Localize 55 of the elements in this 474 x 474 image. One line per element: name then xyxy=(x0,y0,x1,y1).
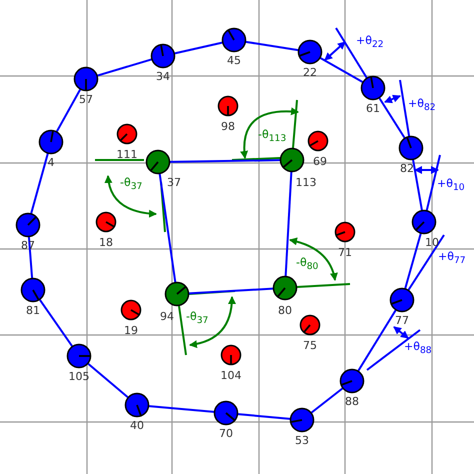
node-number: 18 xyxy=(99,236,113,249)
node-number: 81 xyxy=(26,304,40,317)
node-number: 70 xyxy=(219,427,233,440)
angle-label: -θ$_{113}$ xyxy=(258,128,286,144)
angle-label: -θ$_{37}$ xyxy=(186,310,208,326)
node-number: 104 xyxy=(220,369,242,382)
node-number: 71 xyxy=(338,246,352,259)
node-number: 80 xyxy=(278,304,292,317)
node-number: 111 xyxy=(116,148,138,161)
node-number: 69 xyxy=(313,155,327,168)
connector-line xyxy=(158,174,176,282)
angle-label: +θ$_{22}$ xyxy=(356,34,384,50)
node-number: 37 xyxy=(167,176,181,189)
connector-line xyxy=(39,299,73,347)
angle-label: +θ$_{77}$ xyxy=(438,250,466,266)
connector-line xyxy=(378,98,406,138)
connector-line xyxy=(174,42,223,54)
node-number: 4 xyxy=(48,156,54,169)
node-number: 98 xyxy=(221,120,235,133)
connector-line xyxy=(310,388,344,414)
node-number: 88 xyxy=(345,395,359,408)
angle-label: -θ$_{37}$ xyxy=(120,176,142,192)
connector-line xyxy=(170,159,280,163)
node-number: 94 xyxy=(160,310,174,323)
angle-label: +θ$_{10}$ xyxy=(437,177,465,194)
node-number: 10 xyxy=(425,236,439,249)
node-number: 19 xyxy=(124,324,138,337)
connector-line xyxy=(188,288,274,294)
node-number: 105 xyxy=(68,370,90,383)
connector-line xyxy=(357,310,397,372)
node-number: 57 xyxy=(79,93,93,106)
angle-label: +θ$_{88}$ xyxy=(404,340,432,356)
node-number: 53 xyxy=(295,434,309,447)
node-number: 61 xyxy=(366,102,380,115)
node-number: 34 xyxy=(156,70,170,83)
node-number: 113 xyxy=(296,176,316,189)
node-number: 45 xyxy=(227,54,241,67)
node-number: 82 xyxy=(400,162,414,175)
connector-line xyxy=(148,405,214,413)
connector-line xyxy=(238,413,290,420)
angle-label: -θ$_{80}$ xyxy=(296,256,318,272)
connector-line xyxy=(56,89,82,132)
node-number: 40 xyxy=(130,419,144,432)
connector-line xyxy=(404,233,422,289)
connector-line xyxy=(412,160,423,210)
connector-line xyxy=(97,58,152,77)
connector-line xyxy=(246,40,298,52)
connector-line xyxy=(320,57,364,83)
angle-label: +θ$_{82}$ xyxy=(408,97,436,114)
node-number: 22 xyxy=(303,66,317,79)
connector-line xyxy=(284,172,292,276)
node-number: 75 xyxy=(303,339,317,352)
connector-line xyxy=(88,362,128,398)
node-number: 77 xyxy=(395,314,409,327)
connector-line xyxy=(30,153,49,214)
